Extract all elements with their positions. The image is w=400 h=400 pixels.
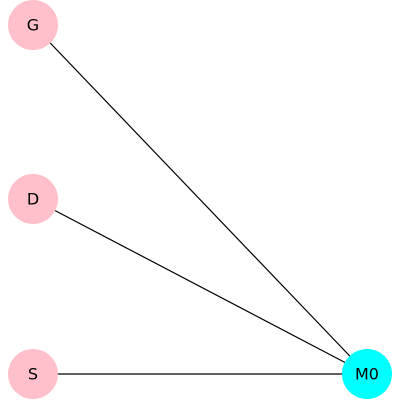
node-label-s: S [28, 365, 38, 384]
node-g: G [8, 0, 58, 50]
edges-layer [32, 24, 368, 375]
edge-g-m0 [32, 24, 368, 375]
node-circle-d [8, 174, 58, 224]
node-s: S [8, 349, 58, 399]
node-circle-s [8, 349, 58, 399]
node-circle-g [8, 0, 58, 50]
node-circle-m0 [342, 349, 392, 399]
node-label-g: G [27, 16, 39, 35]
edge-d-m0 [32, 198, 368, 375]
node-label-m0: M0 [355, 365, 379, 384]
node-d: D [8, 174, 58, 224]
node-m0: M0 [342, 349, 392, 399]
nodes-layer: G D S M0 [8, 0, 392, 399]
node-label-d: D [27, 190, 39, 209]
